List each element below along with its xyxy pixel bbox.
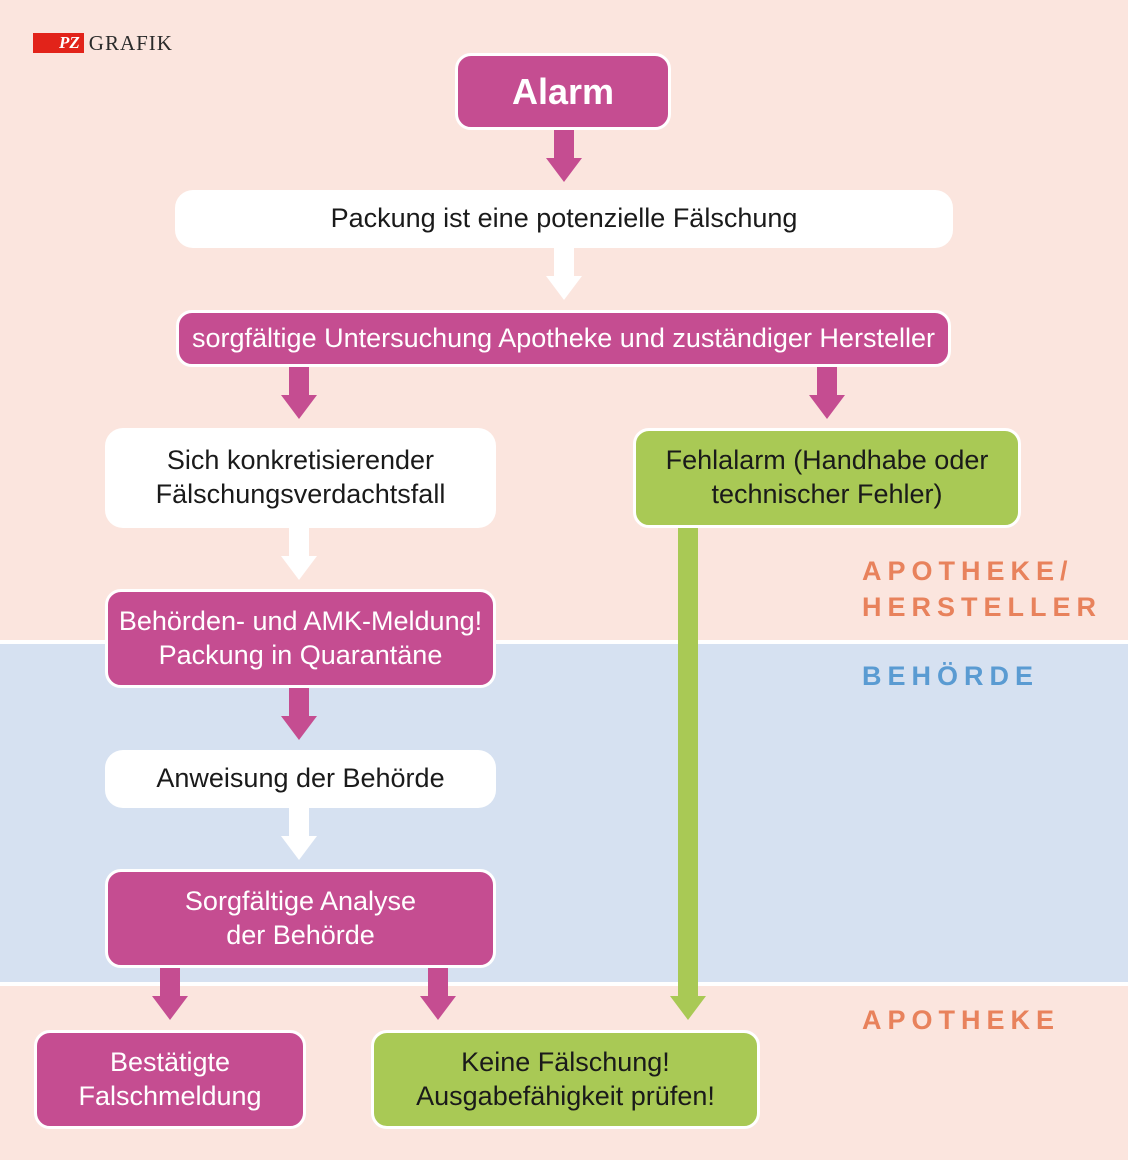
zone-label-behoerde: BEHÖRDE xyxy=(862,661,1040,691)
pz-grafik-logo: PZ GRAFIK xyxy=(33,31,173,55)
zone-separator xyxy=(0,982,1128,986)
node-fehlalarm: Fehlalarm (Handhabe oder technischer Feh… xyxy=(633,428,1021,528)
logo-brand: PZ xyxy=(33,33,84,53)
node-packung-potenzielle-faelschung: Packung ist eine potenzielle Fälschung xyxy=(175,190,953,248)
node-keine-faelschung: Keine Fälschung! Ausgabefähigkeit prüfen… xyxy=(371,1030,760,1129)
node-faelschungsverdacht: Sich konkretisierender Fälschungsverdach… xyxy=(105,428,496,528)
arrow-meldung-to-anweisung xyxy=(281,688,317,740)
node-anweisung-behoerde: Anweisung der Behörde xyxy=(105,750,496,808)
zone-label-apotheke-hersteller: APOTHEKE/ HERSTELLER xyxy=(862,556,1103,622)
zone-separator xyxy=(0,640,1128,644)
arrow-verdacht-to-meldung xyxy=(281,528,317,580)
arrow-alarm-to-packung xyxy=(546,130,582,182)
arrow-untersuchung-to-verdacht xyxy=(281,367,317,419)
arrow-packung-to-untersuchung xyxy=(546,248,582,300)
node-alarm: Alarm xyxy=(455,53,671,130)
arrow-analyse-to-bestaetigt xyxy=(152,968,188,1020)
logo-text: GRAFIK xyxy=(88,31,173,55)
zone-label-apotheke: APOTHEKE xyxy=(862,1005,1061,1035)
node-behoerden-amk-meldung: Behörden- und AMK-Meldung! Packung in Qu… xyxy=(105,589,496,688)
arrow-fehlalarm-to-keine xyxy=(670,528,706,1020)
node-bestaetigte-falschmeldung: Bestätigte Falschmeldung xyxy=(34,1030,306,1129)
arrow-untersuchung-to-fehlalarm xyxy=(809,367,845,419)
arrow-anweisung-to-analyse xyxy=(281,808,317,860)
node-analyse-behoerde: Sorgfältige Analyse der Behörde xyxy=(105,869,496,968)
node-untersuchung: sorgfältige Untersuchung Apotheke und zu… xyxy=(176,310,951,367)
arrow-analyse-to-keine xyxy=(420,968,456,1020)
